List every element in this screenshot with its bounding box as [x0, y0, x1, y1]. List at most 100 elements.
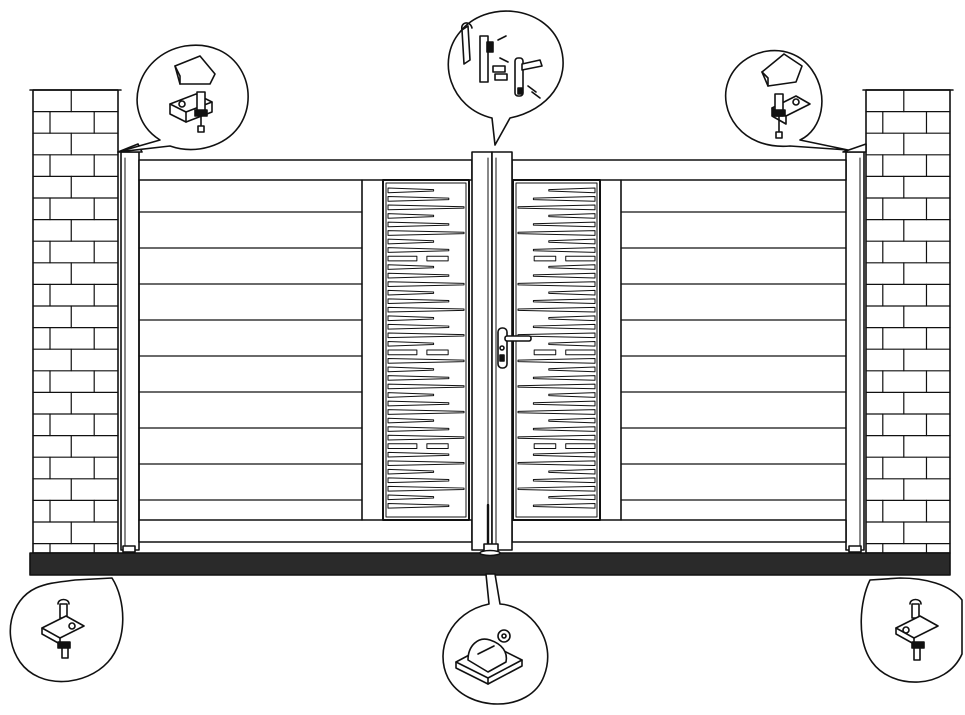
gate-handle-icon: [497, 327, 532, 369]
panel-slot: [548, 417, 596, 424]
panel-slot: [532, 477, 596, 484]
panel-slot: [387, 375, 450, 381]
panel-slot: [387, 485, 465, 492]
panel-slot: [387, 426, 450, 432]
panel-slot: [548, 366, 596, 373]
panel-slot-short: [533, 255, 557, 262]
callout-bottom-right: [860, 577, 963, 683]
panel-slot: [532, 451, 596, 458]
panel-slot: [548, 187, 596, 194]
panel-slot: [387, 494, 435, 501]
panel-slot: [532, 298, 596, 305]
panel-slot: [387, 264, 435, 270]
panel-inner: [515, 182, 598, 518]
lock-kit-icon: [460, 22, 543, 99]
panel-slot: [532, 196, 596, 202]
hinge-cap-icon-right: [761, 53, 803, 87]
panel-inner: [385, 182, 467, 518]
panel-slot-short: [565, 349, 596, 356]
panel-slot: [387, 204, 465, 211]
panel-slot-short: [533, 443, 557, 449]
bottom-pivot-icon: [41, 598, 85, 659]
panel-slot-short: [533, 349, 557, 356]
panel-slot: [387, 383, 465, 390]
panel-slot: [548, 468, 596, 475]
callout-bottom-center: [442, 573, 549, 705]
panel-slot: [387, 306, 465, 313]
callout-top-left: [117, 44, 249, 153]
callout-bottom-left: [9, 577, 124, 683]
panel-slot: [532, 272, 596, 279]
panel-slot: [548, 264, 596, 270]
panel-slot: [387, 230, 465, 236]
decorative-panel-right: [512, 179, 601, 521]
panel-slot: [387, 340, 435, 347]
panel-slot: [387, 417, 435, 424]
panel-slot: [387, 502, 450, 509]
panel-slot: [387, 477, 450, 484]
panel-slot: [532, 323, 596, 330]
panel-slot-short: [426, 255, 449, 262]
panel-slot: [548, 213, 596, 219]
panel-slot: [387, 451, 450, 458]
hinge-cap-icon: [174, 55, 216, 85]
hinge-bracket-icon: [169, 91, 213, 133]
panel-slot: [548, 315, 596, 322]
panel-slot: [517, 460, 596, 467]
panel-slot: [387, 315, 435, 322]
hinge-bracket-icon-right: [771, 93, 811, 139]
panel-slot: [517, 306, 596, 313]
panel-slot: [517, 281, 596, 287]
panel-slot: [532, 426, 596, 432]
panel-slot-short: [387, 255, 418, 262]
panel-slot: [517, 409, 596, 415]
panel-slot-short: [565, 255, 596, 262]
panel-slot: [517, 383, 596, 390]
panel-slot-short: [426, 443, 449, 449]
panel-slot: [548, 494, 596, 501]
panel-slot-short: [565, 443, 596, 449]
pillar-outline: [32, 89, 119, 554]
panel-slot: [532, 400, 596, 407]
brick-pillar-right: [862, 89, 954, 554]
panel-slot: [387, 281, 465, 287]
panel-slot: [548, 238, 596, 245]
callout-top-right: [724, 49, 849, 151]
panel-slot: [532, 502, 596, 509]
panel-slot: [532, 221, 596, 228]
panel-slot: [517, 485, 596, 492]
horizontal-slats: [138, 179, 847, 521]
panel-slot: [532, 375, 596, 381]
panel-slot: [387, 187, 435, 194]
panel-slot: [532, 247, 596, 253]
panel-slot: [387, 460, 465, 467]
panel-slot: [387, 323, 450, 330]
panel-slot: [387, 409, 465, 415]
panel-slot: [387, 298, 450, 305]
panel-slot: [548, 392, 596, 398]
panel-slot: [387, 238, 435, 245]
panel-slot: [387, 221, 450, 228]
pillar-outline: [865, 89, 951, 554]
panel-slot: [387, 468, 435, 475]
panel-slot: [517, 230, 596, 236]
callout-top-center: [447, 10, 564, 146]
panel-slot: [387, 196, 450, 202]
gate-leaf-right: [511, 143, 867, 553]
panel-slot: [387, 434, 465, 441]
panel-slot: [517, 358, 596, 364]
ground-stopper-icon: [455, 629, 523, 685]
panel-slot: [387, 400, 450, 407]
bottom-pivot-icon-right: [895, 598, 939, 661]
panel-slot: [517, 434, 596, 441]
panel-slot: [548, 340, 596, 347]
panel-slot: [387, 247, 450, 253]
panel-slot: [387, 392, 435, 398]
decorative-panel-left: [382, 179, 470, 521]
panel-slot: [387, 289, 435, 296]
panel-slot: [548, 289, 596, 296]
panel-slot-short: [387, 443, 418, 449]
panel-slot: [387, 213, 435, 219]
